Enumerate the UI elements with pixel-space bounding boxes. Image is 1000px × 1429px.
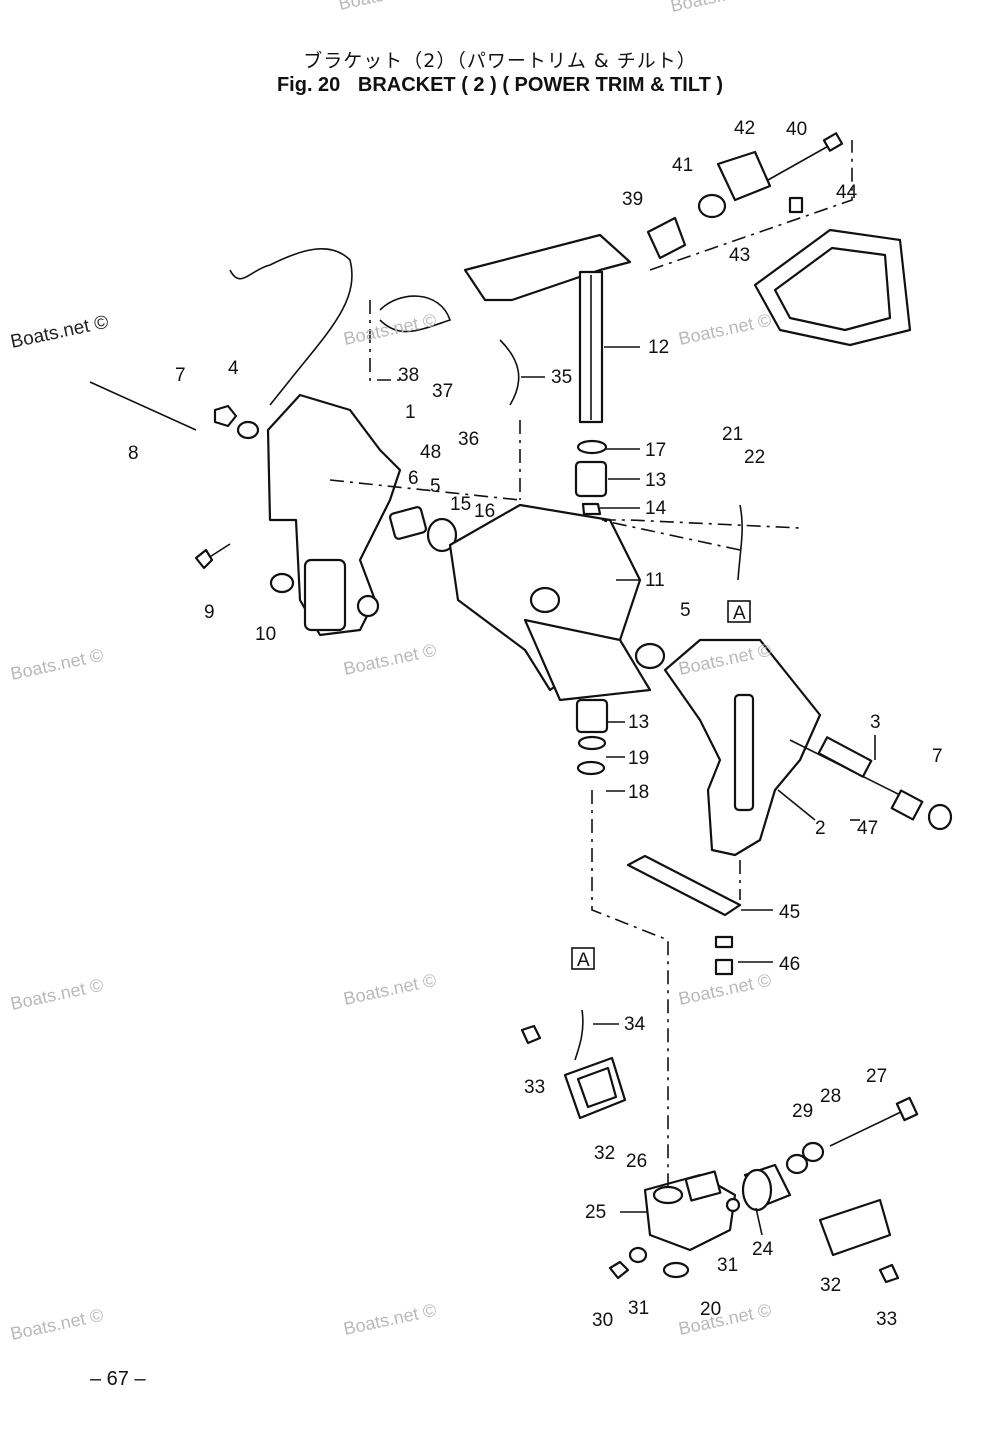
- callout-8: 8: [128, 443, 139, 464]
- callout-11: 11: [645, 570, 665, 591]
- callout-40: 40: [786, 119, 807, 140]
- callout-25: 25: [585, 1202, 606, 1223]
- callout-14: 14: [645, 498, 667, 519]
- callout-43: 43: [729, 245, 750, 266]
- callout-5b: 5: [680, 600, 691, 621]
- callout-36: 36: [458, 429, 479, 450]
- callout-35: 35: [551, 367, 572, 388]
- svg-text:Boats.net ©: Boats.net ©: [669, 0, 765, 16]
- figure-name: BRACKET ( 2 ) ( POWER TRIM & TILT ): [357, 74, 724, 96]
- callout-2: 2: [815, 818, 826, 839]
- svg-text:Boats.net ©: Boats.net ©: [342, 1300, 438, 1339]
- callout-21: 21: [722, 424, 743, 445]
- svg-text:Boats.net ©: Boats.net ©: [342, 640, 438, 679]
- callout-4: 4: [228, 358, 239, 379]
- reference-marker-upper: A: [727, 600, 751, 624]
- svg-text:Boats.net ©: Boats.net ©: [677, 1300, 773, 1339]
- svg-text:Boats.net ©: Boats.net ©: [342, 970, 438, 1009]
- callout-39: 39: [622, 189, 643, 210]
- callout-34: 34: [624, 1014, 646, 1035]
- figure-number: Fig. 20: [276, 74, 341, 96]
- callout-7: 7: [175, 365, 186, 386]
- callout-13: 13: [645, 470, 666, 491]
- svg-text:Boats.net ©: Boats.net ©: [677, 970, 773, 1009]
- svg-text:Boats.net ©: Boats.net ©: [342, 310, 438, 349]
- callout-17: 17: [645, 440, 666, 461]
- callout-31: 31: [628, 1298, 649, 1319]
- callout-33b: 33: [876, 1309, 897, 1330]
- title-japanese: ブラケット（2）（パワートリム & チルト）: [303, 50, 697, 72]
- callout-31b: 31: [717, 1255, 738, 1276]
- callout-42: 42: [734, 118, 755, 139]
- callout-9: 9: [204, 602, 215, 623]
- svg-text:A: A: [733, 603, 746, 624]
- callout-47: 47: [857, 818, 878, 839]
- callout-10: 10: [255, 624, 276, 645]
- callout-32b: 32: [820, 1275, 841, 1296]
- callout-26: 26: [626, 1151, 647, 1172]
- svg-text:Boats.net ©: Boats.net ©: [677, 310, 773, 349]
- callout-41: 41: [672, 155, 693, 176]
- part-drawings: [89, 132, 953, 1284]
- callout-1: 1: [405, 402, 416, 423]
- callout-22: 22: [744, 447, 765, 468]
- callout-7b: 7: [932, 746, 943, 767]
- callout-30: 30: [592, 1310, 613, 1331]
- callout-12: 12: [648, 337, 669, 358]
- callout-18: 18: [628, 782, 649, 803]
- callout-28: 28: [820, 1086, 841, 1107]
- callout-13b: 13: [628, 712, 649, 733]
- callout-27: 27: [866, 1066, 887, 1087]
- svg-text:Boats.net ©: Boats.net ©: [9, 312, 111, 353]
- callout-32: 32: [594, 1143, 615, 1164]
- svg-text:Boats.net ©: Boats.net ©: [337, 0, 433, 14]
- callout-15: 15: [450, 494, 471, 515]
- callout-labels: 1 2 3 4 5 5 6 7 7 8 9 10 11 12 13 13 14 …: [128, 118, 943, 1331]
- callout-37: 37: [432, 381, 453, 402]
- callout-38: 38: [398, 365, 419, 386]
- page-number: – 67 –: [90, 1368, 146, 1390]
- callout-6: 6: [408, 468, 419, 489]
- callout-3: 3: [870, 712, 881, 733]
- watermarks: Boats.net © Boats.net © Boats.net © Boat…: [9, 0, 773, 1344]
- callout-44: 44: [836, 182, 858, 203]
- reference-marker-lower: A: [571, 947, 595, 971]
- callout-33: 33: [524, 1077, 545, 1098]
- callout-48: 48: [420, 442, 441, 463]
- callout-24: 24: [752, 1239, 774, 1260]
- callout-5: 5: [430, 476, 441, 497]
- callout-19: 19: [628, 748, 649, 769]
- svg-text:A: A: [577, 950, 590, 971]
- callout-45: 45: [779, 902, 800, 923]
- callout-29: 29: [792, 1101, 813, 1122]
- svg-text:Boats.net ©: Boats.net ©: [9, 645, 105, 684]
- callout-46: 46: [779, 954, 800, 975]
- svg-text:Boats.net ©: Boats.net ©: [9, 975, 105, 1014]
- svg-text:Boats.net ©: Boats.net ©: [9, 1305, 105, 1344]
- figure-title: Fig. 20 BRACKET ( 2 ) ( POWER TRIM & TIL…: [0, 74, 1000, 97]
- callout-20: 20: [700, 1299, 721, 1320]
- callout-16: 16: [474, 501, 495, 522]
